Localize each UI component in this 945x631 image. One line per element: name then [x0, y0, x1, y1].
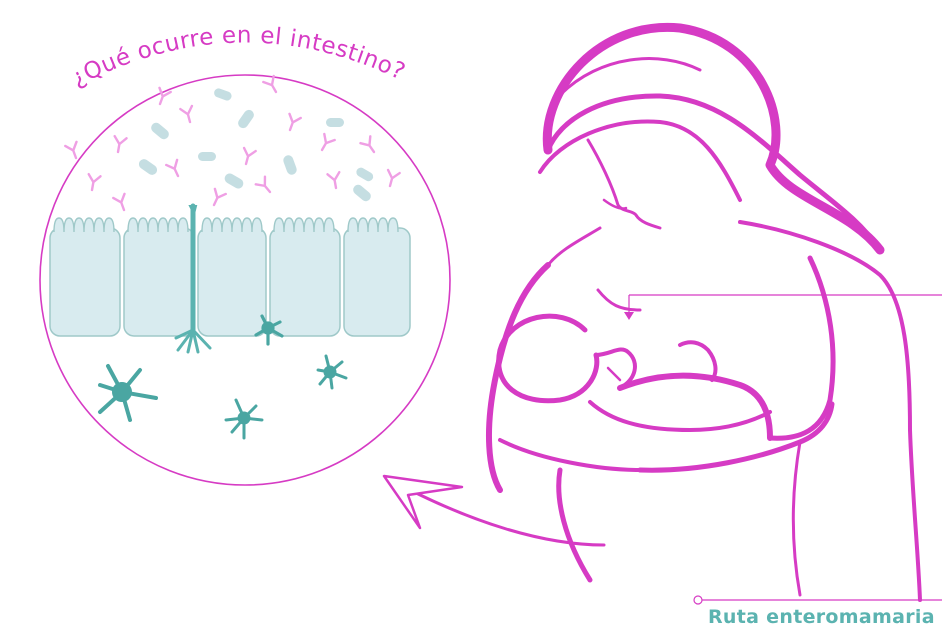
epithelium	[50, 218, 410, 336]
epithelial-cell	[270, 228, 340, 336]
epithelial-cell	[344, 228, 410, 336]
intestine-inset: ¿Qué ocurre en el intestino?	[40, 22, 450, 485]
epithelial-cell	[124, 228, 194, 336]
route-line	[694, 596, 942, 604]
epithelial-cell	[198, 228, 266, 336]
curved-arrow-icon	[384, 476, 604, 545]
epithelial-cell	[50, 228, 120, 336]
mother-baby-illustration	[489, 27, 920, 600]
route-label: Ruta enteromamaria	[708, 606, 935, 628]
